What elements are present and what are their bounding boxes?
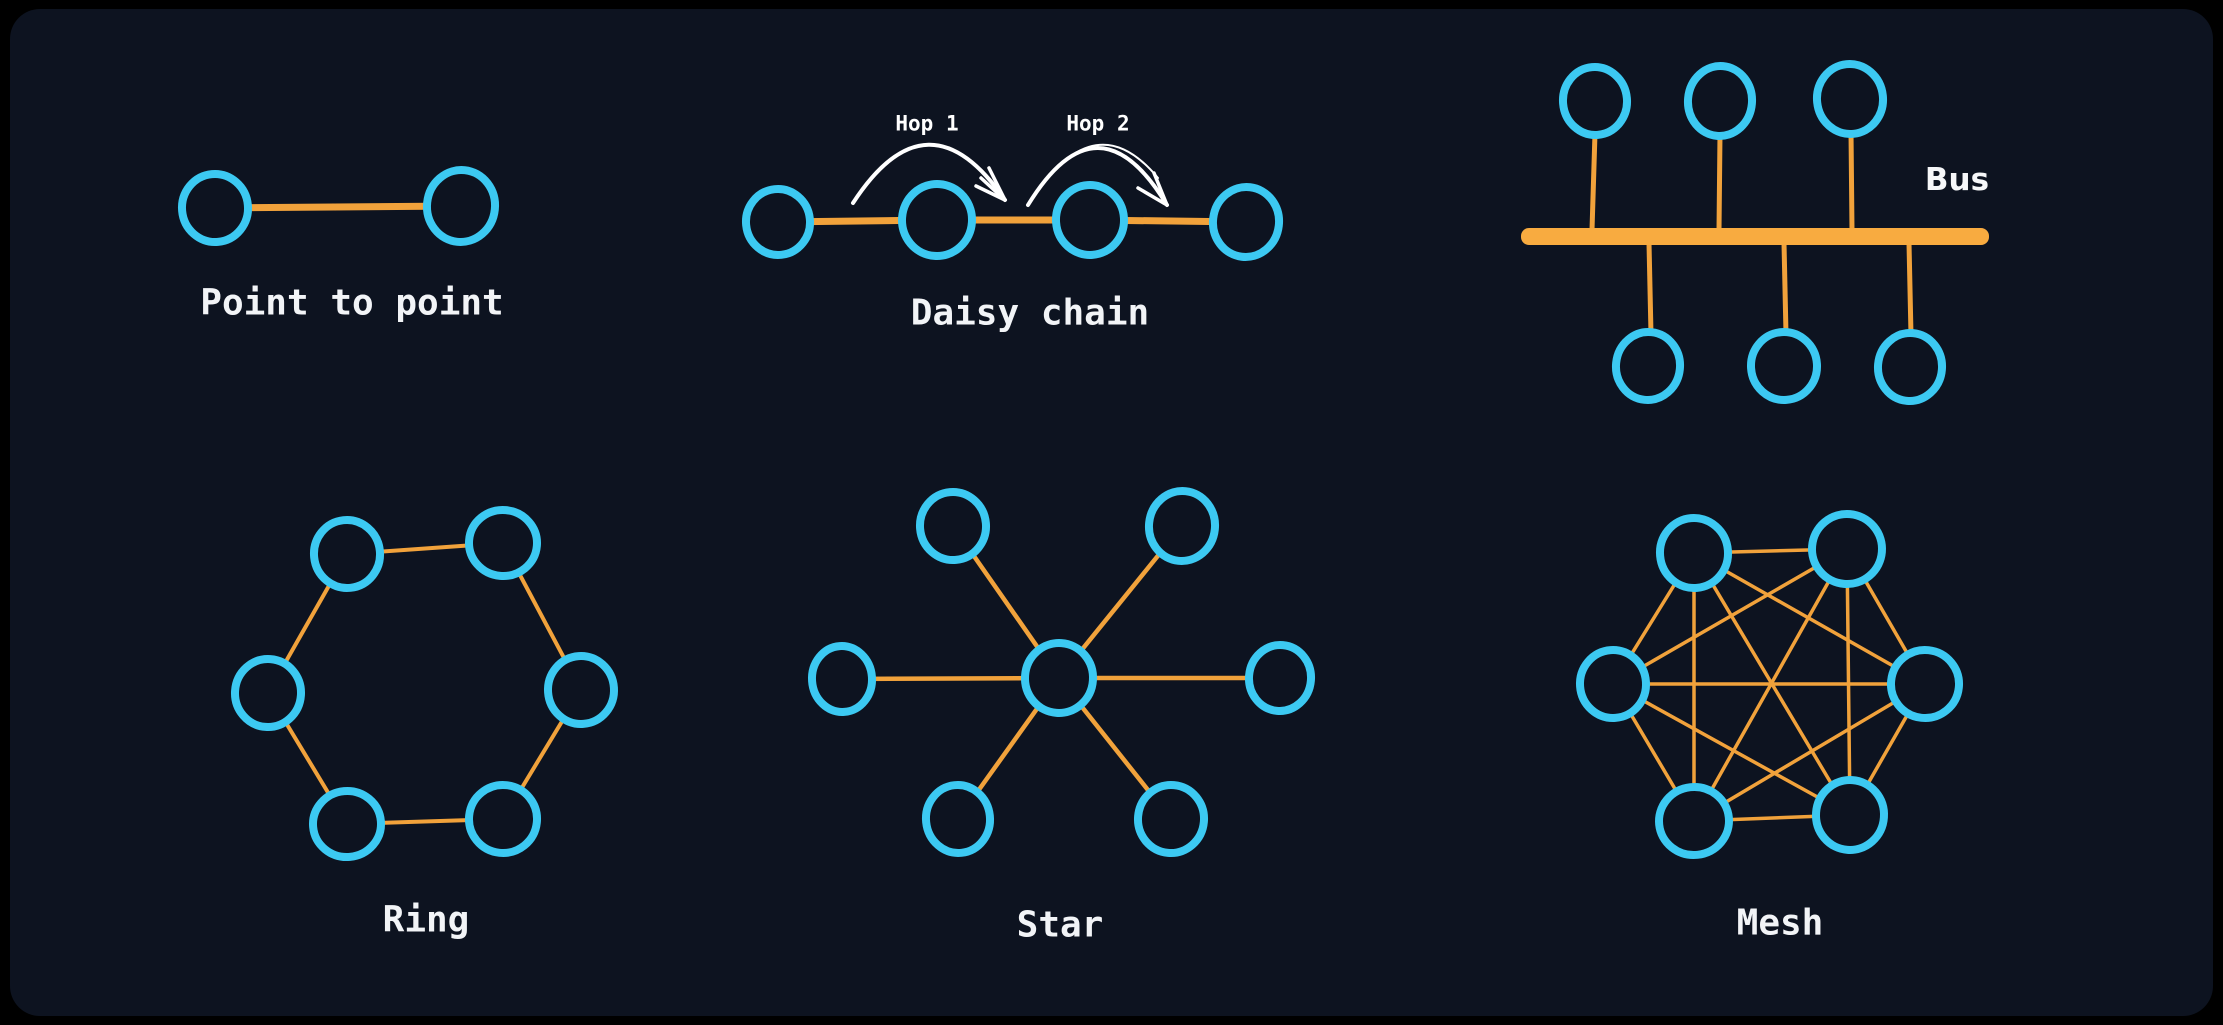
network-node — [1812, 60, 1888, 138]
canvas-panel — [10, 9, 2213, 1016]
hop-arrowhead — [1136, 186, 1169, 207]
hop-label: Hop 2 — [1066, 111, 1129, 135]
topology-label-point-to-point: Point to point — [200, 283, 503, 324]
hop-arrow-sketch-stroke — [1033, 143, 1159, 198]
bus-diagram: Bus — [1521, 60, 1989, 405]
ring-diagram: Ring — [230, 505, 619, 941]
network-node — [177, 170, 253, 246]
bus-drop-line — [1781, 240, 1789, 337]
network-link — [1692, 682, 1927, 823]
network-node — [230, 655, 306, 731]
network-node — [1655, 782, 1733, 860]
network-node — [1811, 776, 1889, 854]
topology-label-star: Star — [1017, 905, 1104, 946]
bus-drop-line — [1906, 240, 1914, 338]
network-node — [1655, 514, 1733, 592]
network-node — [1133, 781, 1209, 857]
network-node — [741, 185, 815, 259]
network-node — [1144, 487, 1220, 565]
network-node — [543, 652, 619, 728]
network-node — [309, 516, 385, 592]
bus-backbone — [1521, 228, 1989, 245]
network-node — [1887, 646, 1963, 722]
network-link — [1611, 547, 1849, 686]
topology-label-daisy-chain: Daisy chain — [911, 293, 1149, 334]
network-node — [807, 642, 877, 716]
hop-arrowhead — [987, 166, 1007, 202]
network-node — [465, 505, 541, 581]
network-link — [1845, 547, 1852, 817]
network-node — [1611, 328, 1685, 404]
star-diagram: Star — [807, 487, 1316, 946]
network-node — [1244, 641, 1316, 715]
bus-drop-line — [1716, 131, 1723, 233]
topology-label-bus: Bus — [1925, 162, 1989, 198]
network-node — [465, 781, 541, 857]
network-node — [1051, 181, 1129, 259]
topology-label-ring: Ring — [383, 900, 470, 941]
network-node — [1575, 646, 1651, 722]
network-node — [897, 180, 977, 260]
network-node — [1558, 63, 1632, 139]
bus-drop-line — [1646, 240, 1654, 337]
network-node — [1020, 639, 1098, 717]
hop-arrowhead — [1152, 171, 1169, 207]
hop-arrow — [851, 142, 1007, 205]
network-node — [1683, 62, 1757, 140]
mesh-diagram: Mesh — [1575, 510, 1963, 944]
network-node — [1808, 510, 1886, 588]
bus-drop-line — [1848, 129, 1855, 233]
network-node — [422, 166, 500, 246]
hop-arrowhead — [979, 176, 1007, 202]
daisy-chain-diagram: Hop 1 Hop 2 Daisy chain — [741, 111, 1284, 334]
bus-drop-line — [1589, 130, 1598, 233]
hop-label: Hop 1 — [895, 111, 958, 135]
network-node — [1208, 183, 1284, 261]
point-to-point-diagram: Point to point — [177, 166, 504, 324]
network-link — [211, 202, 465, 212]
network-link — [1611, 682, 1852, 817]
network-node — [309, 786, 385, 862]
topology-label-mesh: Mesh — [1737, 903, 1824, 944]
network-node — [921, 781, 995, 857]
network-node — [915, 488, 991, 564]
network-node — [1746, 328, 1822, 404]
network-node — [1873, 329, 1947, 405]
